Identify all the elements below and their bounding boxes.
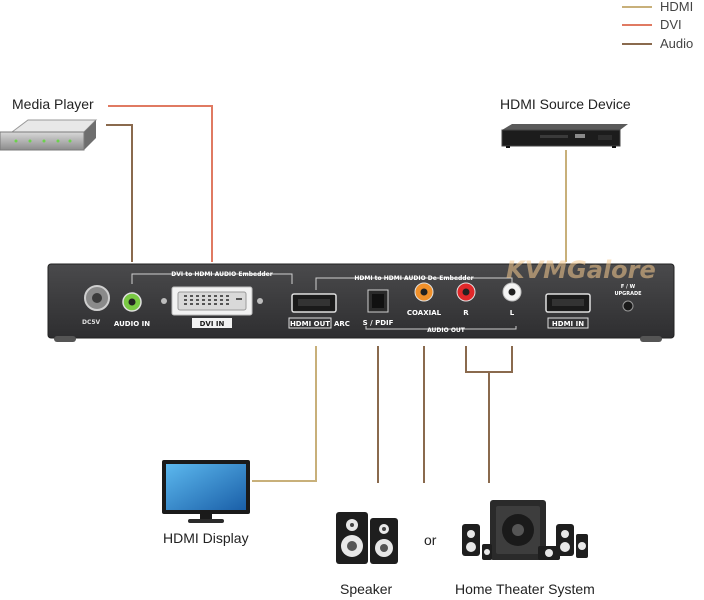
dvi-pin (208, 295, 211, 297)
dvi-pin (202, 303, 205, 305)
dvi-pin (190, 295, 193, 297)
dvi-pin (214, 303, 217, 305)
l-label: L (510, 309, 515, 317)
r-label: R (463, 309, 469, 317)
coaxial-label: COAXIAL (407, 309, 442, 317)
speaker-device (336, 512, 398, 564)
dvi-pin (202, 295, 205, 297)
hdmi-out-cable (252, 346, 317, 482)
legend-hdmi-label: HDMI (660, 0, 694, 14)
dvi-pin (184, 303, 187, 305)
deembedder-caption: HDMI to HDMI AUDIO De-Embedder (354, 275, 473, 282)
home-theater-label: Home Theater System (455, 581, 595, 597)
hdmi-out-label: HDMI OUT (290, 320, 330, 328)
dvi-pin (184, 295, 187, 297)
dvi-cable (108, 105, 213, 262)
legend-dvi-label: DVI (660, 17, 682, 32)
dvi-in-label: DVI IN (200, 320, 225, 328)
fw-label-1: F / W (621, 284, 636, 290)
dvi-pin (214, 299, 217, 301)
spdif-label: S / PDIF (363, 319, 394, 327)
dvi-pin (220, 303, 223, 305)
dvi-pin (196, 295, 199, 297)
hdmi-in-label: HDMI IN (552, 320, 584, 328)
dvi-pin (184, 299, 187, 301)
watermark: KVMGalore (506, 256, 656, 284)
fw-label-2: UPGRADE (614, 291, 642, 297)
dvi-pin (214, 295, 217, 297)
dvi-pin (208, 303, 211, 305)
dvi-embedder-caption: DVI to HDMI AUDIO Embedder (171, 271, 272, 278)
legend-audio-label: Audio (660, 36, 694, 51)
dvi-ground-blade (236, 298, 242, 300)
hdmi-display-device (162, 460, 250, 523)
audio-in-cable (106, 124, 133, 262)
dvi-pin (208, 299, 211, 301)
audio-out-label: AUDIO OUT (427, 327, 466, 334)
dvi-pin (220, 299, 223, 301)
audio-in-label: AUDIO IN (114, 320, 150, 328)
dvi-pin (226, 299, 229, 301)
hdmi-source-device (501, 124, 628, 148)
media-player-device (0, 119, 98, 151)
dvi-pin (196, 303, 199, 305)
fw-upgrade-port (622, 300, 634, 312)
dvi-pin (190, 303, 193, 305)
dvi-pin (220, 295, 223, 297)
arc-label: ARC (334, 320, 350, 328)
or-label: or (424, 532, 437, 548)
media-player-label: Media Player (12, 96, 94, 112)
dc-label: DC5V (82, 319, 101, 326)
home-theater-device (462, 500, 588, 560)
dvi-pin (226, 295, 229, 297)
hdmi-display-label: HDMI Display (163, 530, 249, 546)
dvi-pin (202, 299, 205, 301)
hdmi-source-label: HDMI Source Device (500, 96, 631, 112)
dvi-pin (196, 299, 199, 301)
dvi-pin (190, 299, 193, 301)
dvi-pin (226, 303, 229, 305)
speaker-label: Speaker (340, 581, 393, 597)
rl-cable (465, 346, 513, 373)
